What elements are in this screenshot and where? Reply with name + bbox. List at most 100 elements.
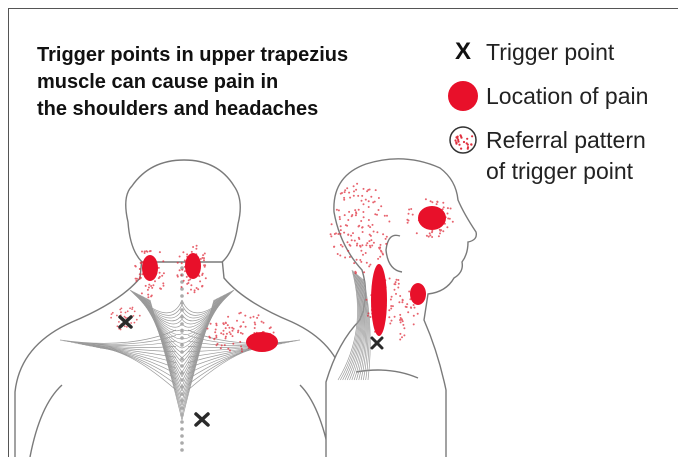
vertebra (180, 336, 184, 340)
vertebra (180, 294, 184, 298)
referral-dot (395, 293, 397, 295)
referral-dot (399, 314, 401, 316)
referral-dot (360, 220, 362, 222)
referral-dot (227, 348, 229, 350)
referral-dot (333, 246, 335, 248)
referral-dot (447, 207, 449, 209)
pain-zone-back-right-shoulder (246, 332, 278, 352)
referral-dot (386, 236, 388, 238)
referral-dot (240, 332, 242, 334)
referral-dot (374, 213, 376, 215)
referral-dot (202, 273, 204, 275)
referral-dot (336, 209, 338, 211)
referral-dot (428, 236, 430, 238)
referral-dot (225, 336, 227, 338)
referral-dot (356, 259, 358, 261)
referral-dot (398, 301, 400, 303)
referral-dot (365, 199, 367, 201)
referral-dot (344, 214, 346, 216)
referral-dot (140, 277, 142, 279)
referral-dot (120, 311, 122, 313)
referral-dot (442, 230, 444, 232)
referral-dot (126, 326, 128, 328)
referral-dot (368, 225, 370, 227)
referral-dot (368, 219, 370, 221)
referral-dot (355, 214, 357, 216)
vertebra (180, 364, 184, 368)
referral-dot (241, 350, 243, 352)
referral-dot (343, 232, 345, 234)
referral-dot (141, 251, 143, 253)
referral-dot (147, 289, 149, 291)
referral-dot (368, 200, 370, 202)
referral-dot (391, 320, 393, 322)
referral-dot (382, 254, 384, 256)
referral-dot (347, 234, 349, 236)
referral-dot (223, 330, 225, 332)
referral-dot (349, 244, 351, 246)
referral-dot (394, 289, 396, 291)
referral-dot (356, 245, 358, 247)
referral-dot (384, 215, 386, 217)
referral-dot (186, 253, 188, 255)
referral-dot (401, 301, 403, 303)
referral-dot (198, 275, 200, 277)
vertebra (180, 406, 184, 410)
referral-dot (176, 274, 178, 276)
referral-dot (204, 253, 206, 255)
referral-dot (236, 320, 238, 322)
referral-dot (151, 287, 153, 289)
referral-dot (151, 295, 153, 297)
referral-dot (392, 305, 394, 307)
referral-dot (131, 308, 133, 310)
referral-dot (196, 245, 198, 247)
referral-dot (399, 333, 401, 335)
referral-dot (228, 327, 230, 329)
referral-dot (183, 280, 185, 282)
referral-dot (152, 284, 154, 286)
referral-dot (399, 319, 401, 321)
referral-dot (399, 295, 401, 297)
referral-dot (399, 339, 401, 341)
referral-dot (436, 203, 438, 205)
referral-dot (354, 209, 356, 211)
pain-zone-side-neck (371, 264, 387, 336)
referral-dot (205, 277, 207, 279)
referral-dot (273, 332, 275, 334)
referral-dot (362, 231, 364, 233)
referral-dot (254, 323, 256, 325)
referral-dot (354, 240, 356, 242)
referral-dot (194, 291, 196, 293)
referral-dot (240, 345, 242, 347)
referral-dot (385, 243, 387, 245)
referral-dot (237, 330, 239, 332)
referral-dot (230, 333, 232, 335)
referral-dot (202, 257, 204, 259)
referral-dot (232, 343, 234, 345)
referral-dot (134, 265, 136, 267)
referral-dot (139, 273, 141, 275)
referral-dot (124, 325, 126, 327)
referral-dot (220, 332, 222, 334)
referral-dot (343, 199, 345, 201)
referral-dot (190, 284, 192, 286)
referral-dot (377, 258, 379, 260)
side-body-outline (326, 159, 476, 457)
referral-dot (335, 232, 337, 234)
vertebra (180, 301, 184, 305)
referral-dot (263, 322, 265, 324)
referral-dot (232, 335, 234, 337)
referral-dot (368, 206, 370, 208)
referral-dot (348, 211, 350, 213)
vertebra (180, 441, 184, 445)
referral-dot (199, 280, 201, 282)
referral-dot (416, 232, 418, 234)
vertebra (180, 385, 184, 389)
referral-dot (408, 213, 410, 215)
referral-dot (159, 272, 161, 274)
referral-dot (349, 256, 351, 258)
referral-dot (380, 244, 382, 246)
referral-dot (200, 258, 202, 260)
referral-dot (360, 250, 362, 252)
referral-dot (390, 308, 392, 310)
